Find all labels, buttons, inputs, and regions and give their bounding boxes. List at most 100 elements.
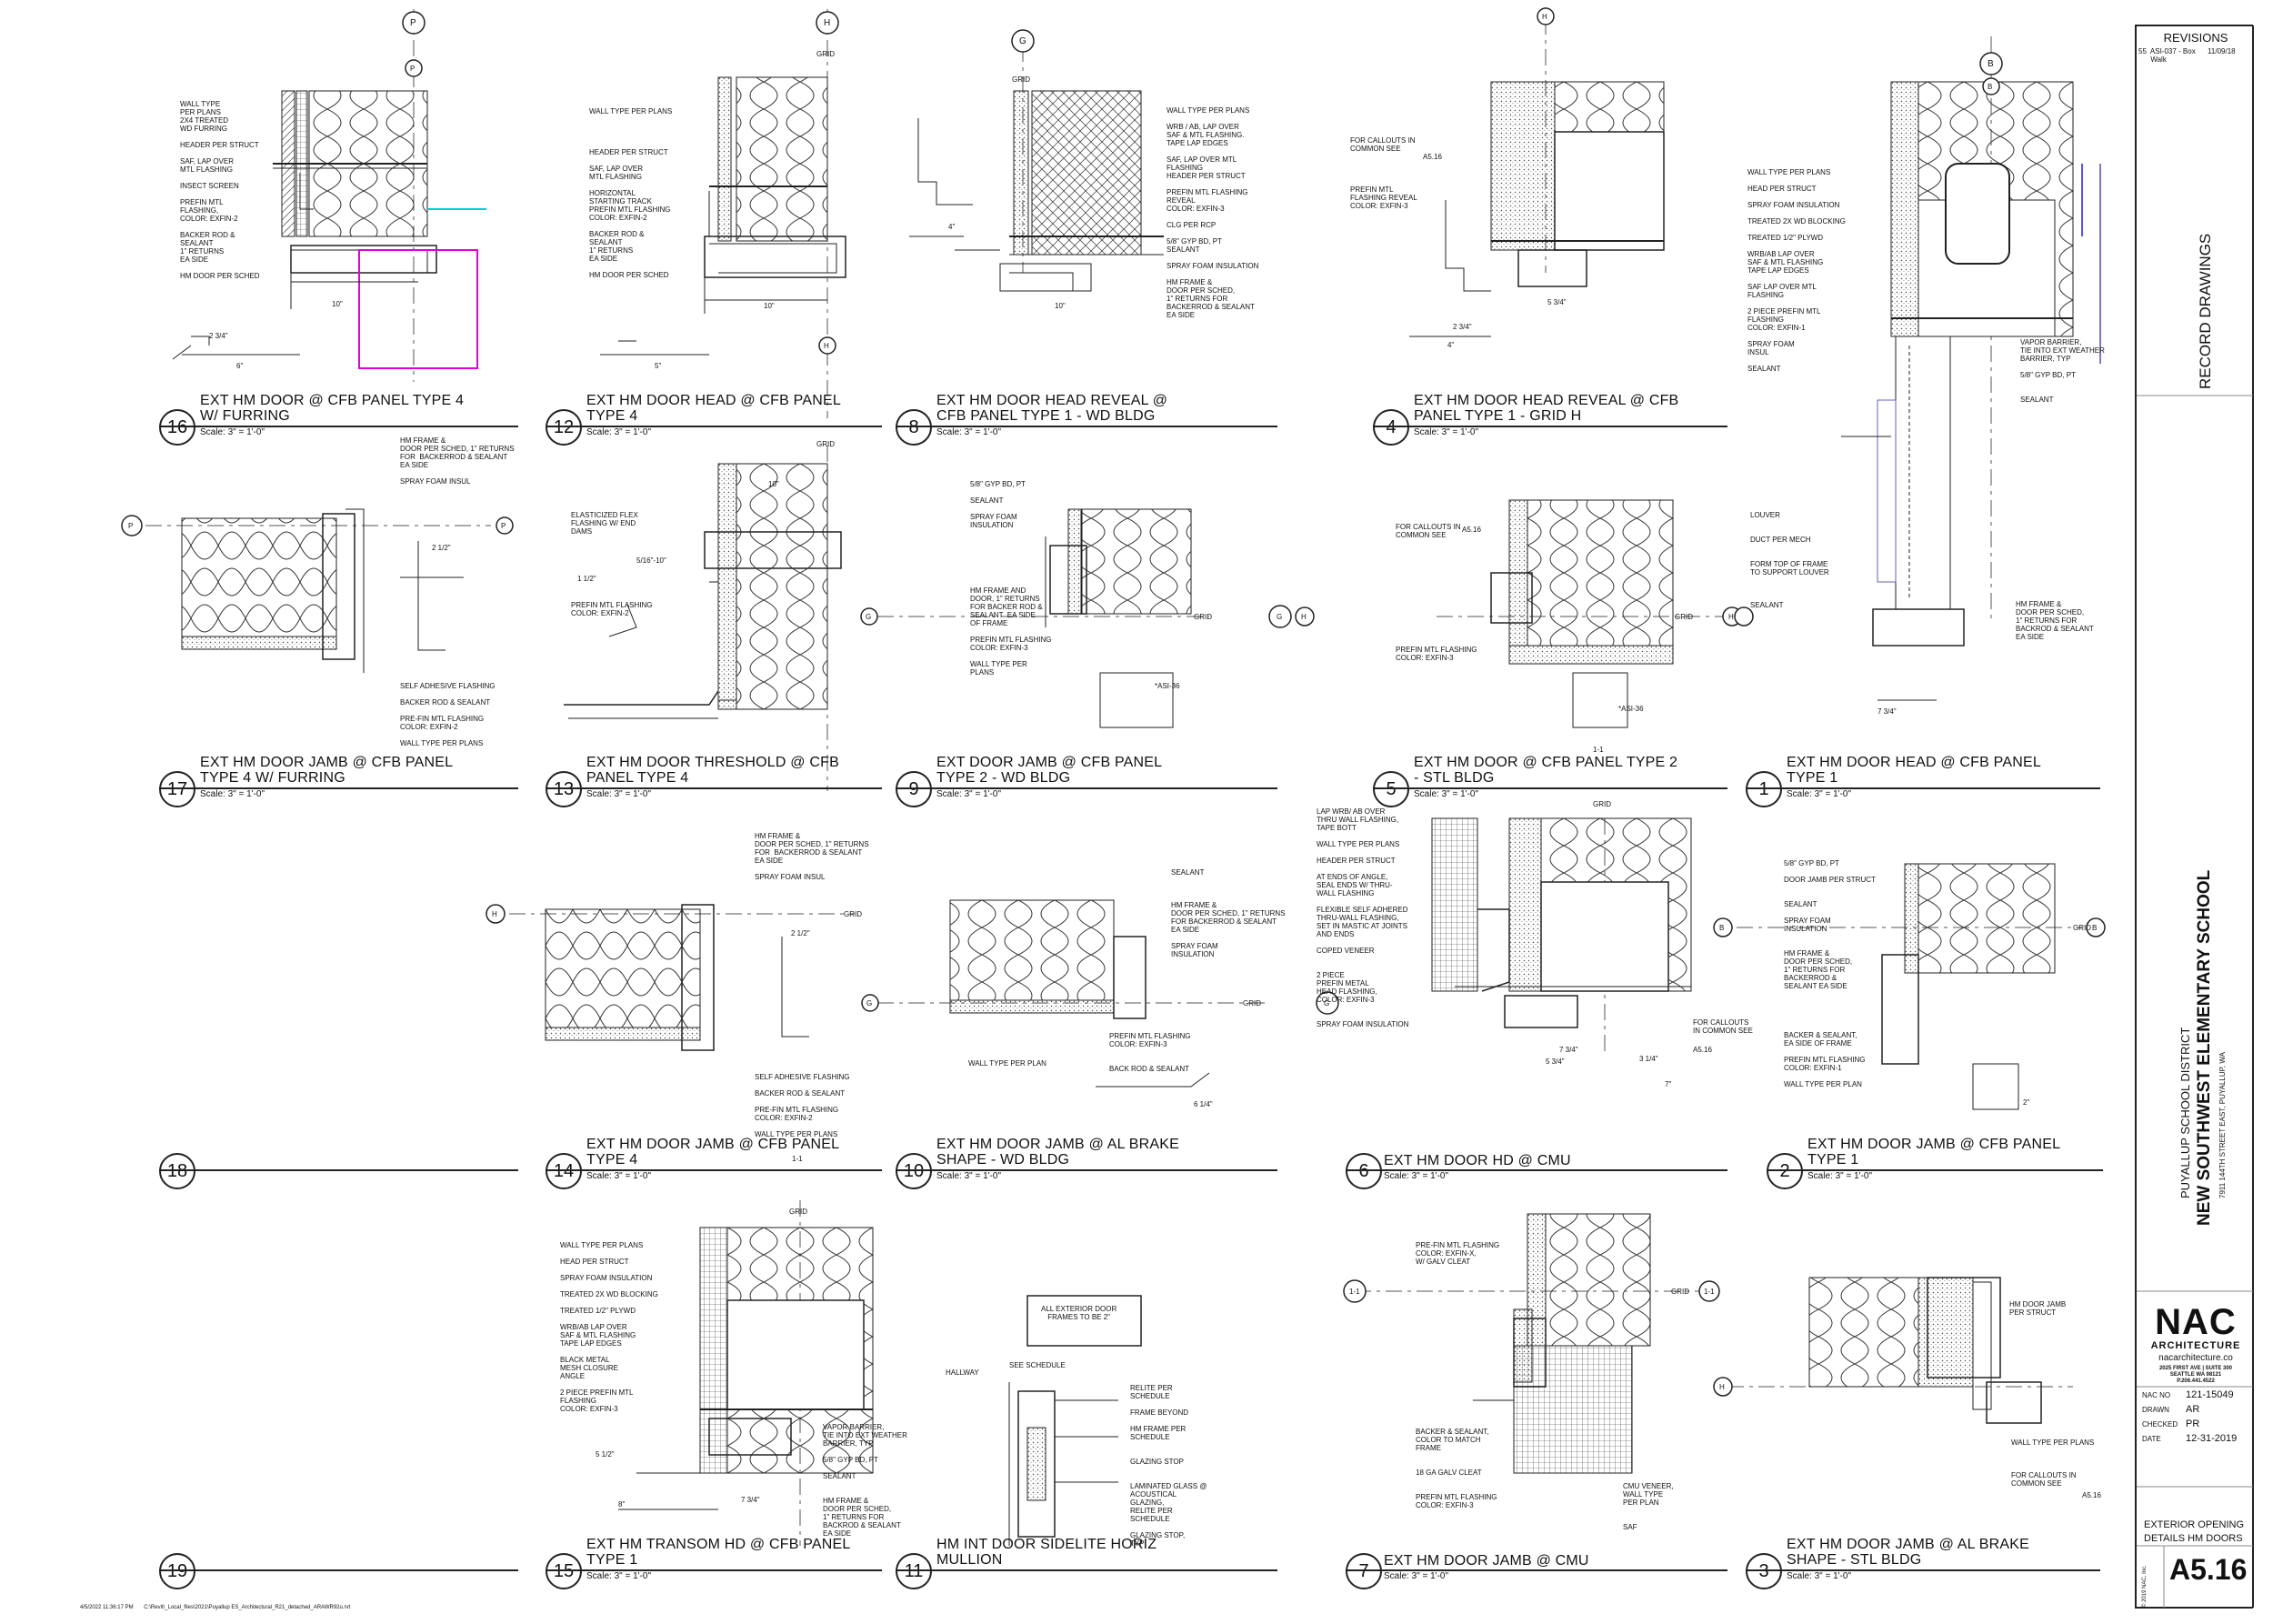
grid-label: H <box>1301 613 1307 621</box>
title-underline <box>896 787 1277 789</box>
detail-number: 1 <box>1746 771 1782 807</box>
detail-number: 12 <box>546 409 582 446</box>
detail-4-graphic <box>1409 18 1665 337</box>
checked-label: CHECKED <box>2142 1420 2178 1429</box>
detail-16-graphic <box>172 9 486 382</box>
project-name: NEW SOUTHWEST ELEMENTARY SCHOOL <box>2195 869 2214 1226</box>
detail-number: 7 <box>1346 1553 1382 1589</box>
detail-number: 4 <box>1373 409 1409 446</box>
title-underline <box>896 1169 1277 1171</box>
revision-row: 55 ASI-037 - Box 11/09/18 Walk <box>2138 47 2236 64</box>
grid-label: B <box>2092 924 2098 932</box>
dimension: 10" <box>768 480 779 488</box>
detail-title: EXT HM DOOR HEAD REVEAL @ CFB PANEL TYPE… <box>1414 393 1679 424</box>
grid-label: H <box>1542 13 1547 21</box>
detail-number: 19 <box>159 1553 195 1589</box>
grid-label: P <box>410 18 416 28</box>
grid-label: P <box>501 522 506 530</box>
detail-7-graphic <box>1355 1213 1718 1474</box>
detail-title: EXT HM TRANSOM HD @ CFB PANEL TYPE 1 <box>586 1537 851 1568</box>
callout-notes: WALL TYPE PER PLANS HEADER PER STRUCT SA… <box>589 107 673 279</box>
detail-number: 8 <box>896 409 932 446</box>
callout-notes: SEALANT HM FRAME & DOOR PER SCHED, 1" RE… <box>1171 868 1286 958</box>
grid-label: G <box>866 613 872 621</box>
title-underline <box>1346 1569 1727 1571</box>
detail-13-graphic <box>564 446 842 791</box>
detail-scale: Scale: 3" = 1'-0" <box>936 1171 1001 1181</box>
grid-label: H <box>492 910 497 918</box>
grid-label: B <box>1988 59 1994 69</box>
detail-scale: Scale: 3" = 1'-0" <box>1807 1171 1872 1181</box>
detail-title: EXT HM DOOR JAMB @ CFB PANEL TYPE 4 <box>586 1137 840 1168</box>
dimension: 7 3/4" <box>1877 707 1897 716</box>
detail-scale: Scale: 3" = 1'-0" <box>1414 789 1478 799</box>
detail-number: 10 <box>896 1153 932 1189</box>
dimension: 4" <box>1447 341 1455 349</box>
detail-number: 5 <box>1373 771 1409 807</box>
detail-scale: Scale: 3" = 1'-0" <box>936 427 1001 437</box>
callout-notes: WALL TYPE PER PLANS WRB / AB, LAP OVER S… <box>1167 106 1259 319</box>
section-ref: A5.16 <box>2082 1491 2101 1499</box>
title-block: REVISIONS 55 ASI-037 - Box 11/09/18 Walk… <box>2135 25 2255 1608</box>
callout-notes: FOR CALLOUTS IN COMMON SEE <box>1693 1018 1753 1035</box>
detail-title: EXT HM DOOR @ CFB PANEL TYPE 4 W/ FURRIN… <box>200 393 465 424</box>
grid-label: GRID <box>1194 613 1212 621</box>
firm-website: nacarchitecture.co <box>2158 1353 2233 1363</box>
grid-label: G <box>1277 613 1283 621</box>
grid-label: GRID <box>844 910 862 918</box>
asi-note: *ASI-36 <box>1155 682 1180 690</box>
grid-label: B <box>1988 83 1993 91</box>
dimension: 10" <box>764 302 775 310</box>
dimension: 1 1/2" <box>577 575 596 583</box>
callout-notes: VAPOR BARRIER, TIE INTO EXT WEATHER BARR… <box>2020 338 2105 404</box>
detail-scale: Scale: 3" = 1'-0" <box>1787 1571 1851 1581</box>
dimension: 2 3/4" <box>209 332 228 340</box>
grid-label: GRID <box>1671 1288 1689 1296</box>
detail-scale: Scale: 3" = 1'-0" <box>586 427 651 437</box>
title-underline <box>896 1569 1277 1571</box>
grid-label: B <box>1719 924 1725 932</box>
client-name: PUYALLUP SCHOOL DISTRICT <box>2178 1027 2192 1198</box>
grid-bubbles <box>121 7 2106 1397</box>
detail-3-graphic <box>1727 1277 2073 1424</box>
general-note-box: ALL EXTERIOR DOOR FRAMES TO BE 2" <box>1041 1305 1117 1321</box>
callout-notes: BACKER & SEALANT, COLOR TO MATCH FRAME 1… <box>1416 1428 1497 1509</box>
callout-notes: HM DOOR JAMB PER STRUCT <box>2009 1300 2067 1317</box>
grid-label: GRID <box>1243 999 1261 1007</box>
detail-scale: Scale: 3" = 1'-0" <box>1414 427 1478 437</box>
detail-number: 18 <box>159 1153 195 1189</box>
detail-scale: Scale: 3" = 1'-0" <box>1384 1171 1448 1181</box>
detail-title: EXT HM DOOR JAMB @ CFB PANEL TYPE 1 <box>1807 1137 2061 1168</box>
callout-notes: RELITE PER SCHEDULE FRAME BEYOND HM FRAM… <box>1130 1384 1207 1548</box>
dimension: 7 3/4" <box>1559 1046 1578 1054</box>
title-underline <box>1746 1569 2100 1571</box>
firm-name: ARCHITECTURE <box>2150 1340 2241 1351</box>
callout-notes: PREFIN MTL FLASHING COLOR: EXFIN-3 BACK … <box>1109 1032 1191 1073</box>
grid-label: GRID <box>2073 924 2091 932</box>
sheet-number: A5.16 <box>2169 1553 2248 1586</box>
detail-title: EXT HM DOOR JAMB @ CFB PANEL TYPE 4 W/ F… <box>200 755 454 786</box>
title-underline <box>546 1569 882 1571</box>
dimension: 5 3/4" <box>1547 298 1567 306</box>
dimension: 7 3/4" <box>741 1496 760 1504</box>
detail-scale: Scale: 3" = 1'-0" <box>586 1571 651 1581</box>
callout-notes: WALL TYPE PER PLANS HEAD PER STRUCT SPRA… <box>1747 168 1846 373</box>
nac-no-label: NAC NO <box>2142 1391 2171 1399</box>
project-address: 7911 144TH STREET EAST, PUYALLUP, WA <box>2218 1052 2227 1198</box>
title-underline <box>546 787 882 789</box>
dimension: 8" <box>618 1500 626 1509</box>
record-drawings-stamp: RECORD DRAWINGS <box>2197 233 2214 389</box>
title-underline <box>1373 787 1727 789</box>
section-ref: A5.16 <box>1462 526 1481 534</box>
grid-label: GRID <box>1012 75 1030 84</box>
dimension: 6 1/4" <box>1194 1100 1213 1108</box>
checked-by: PR <box>2186 1418 2200 1429</box>
grid-label: H <box>1719 1383 1725 1391</box>
section-ref: SEE SCHEDULE <box>1009 1361 1066 1369</box>
detail-scale: Scale: 3" = 1'-0" <box>936 789 1001 799</box>
issue-date: 12-31-2019 <box>2186 1433 2238 1444</box>
title-underline <box>159 1569 518 1571</box>
dimension: 2 1/2" <box>432 544 451 552</box>
detail-5-graphic <box>1437 499 1737 728</box>
detail-title: EXT HM DOOR HEAD @ CFB PANEL TYPE 4 <box>586 393 841 424</box>
